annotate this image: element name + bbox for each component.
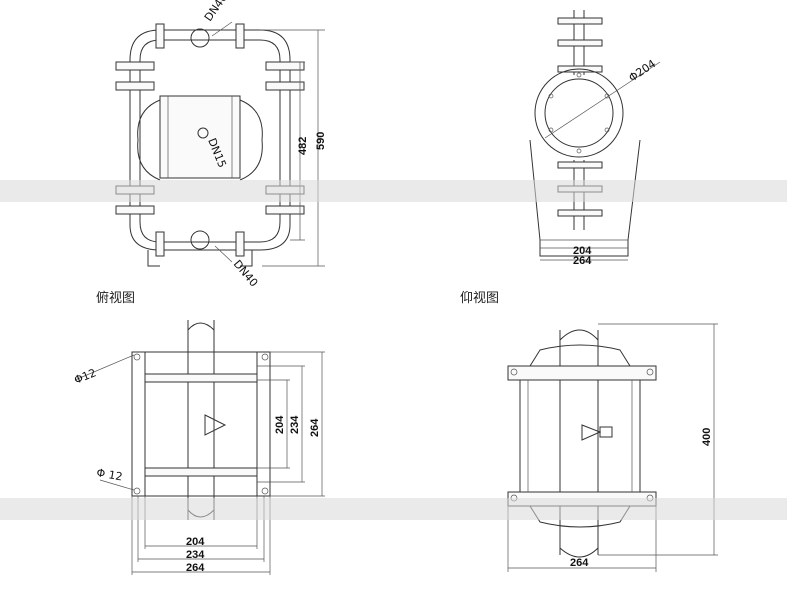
dn40-inlet-label: DN40 <box>202 0 230 24</box>
dim-400: 400 <box>701 428 713 446</box>
dim-264-bottom: 264 <box>570 557 589 569</box>
dim-590: 590 <box>315 132 327 150</box>
watermark-band-upper <box>0 180 787 202</box>
side-view: Φ204 204 264 <box>529 10 661 267</box>
phi204-label: Φ204 <box>626 57 658 84</box>
dim-234-v: 234 <box>289 415 301 434</box>
dim-204-side: 204 <box>573 245 592 257</box>
bottom-view-title: 仰视图 <box>460 291 499 306</box>
top-view: 俯视图 Φ12 Φ 12 204 234 264 204 234 264 <box>72 290 325 575</box>
bottom-view: 仰视图 400 264 <box>460 291 718 572</box>
dim-234-h: 234 <box>186 549 205 561</box>
dim-264-v: 264 <box>309 418 321 437</box>
dim-264-h: 264 <box>186 562 205 574</box>
watermark-band-lower <box>0 498 787 520</box>
dim-264-side: 264 <box>573 255 592 267</box>
hole-phi12-lower: Φ 12 <box>95 466 123 483</box>
dim-482: 482 <box>297 137 309 155</box>
top-view-title: 俯视图 <box>96 290 135 306</box>
front-view: DN40 DN15 DN40 482 590 <box>115 0 327 290</box>
dn40-outlet-label: DN40 <box>231 258 261 290</box>
dim-204-v: 204 <box>274 415 286 434</box>
hole-phi12-upper: Φ12 <box>72 366 98 387</box>
dim-204-h: 204 <box>186 536 205 548</box>
